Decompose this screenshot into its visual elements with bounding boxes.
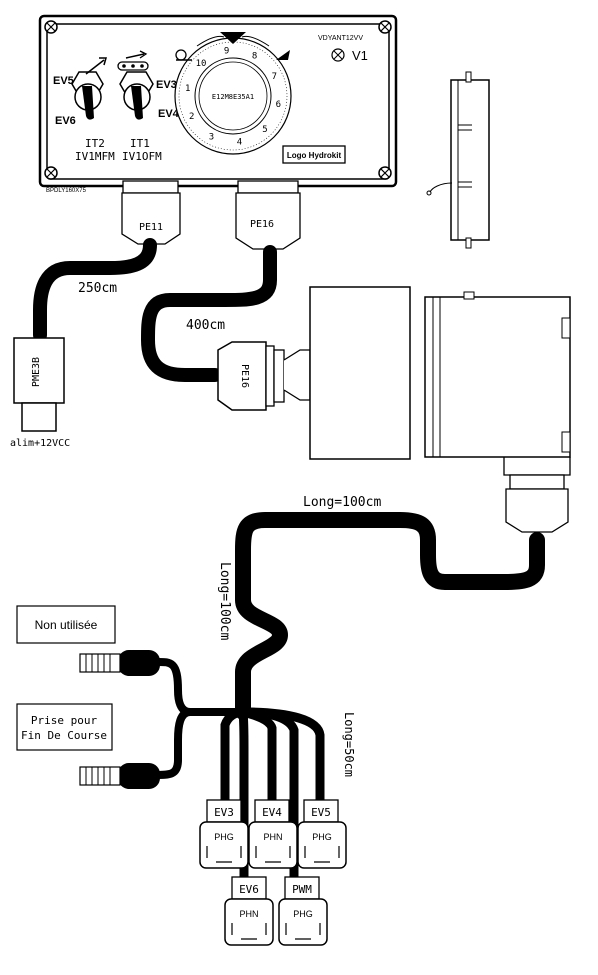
connector-pwm: PWM PHG: [278, 876, 328, 946]
limit-switch-note: Prise pour Fin De Course: [16, 703, 113, 751]
connector-ev6: EV6 PHN: [224, 876, 274, 946]
switch-right-code: IT1: [130, 137, 150, 150]
connector-pwm-type: PHG: [293, 909, 313, 919]
dial-number: 3: [209, 133, 214, 143]
motor-body: [283, 286, 411, 460]
unused-note: Non utilisée: [16, 605, 116, 644]
power-connector: PME3B: [13, 337, 65, 432]
version-label: V1: [352, 48, 368, 63]
gland-left-label: PE11: [139, 222, 163, 233]
connector-ev6-tag: EV6: [239, 883, 259, 896]
gland-pe16: PE16: [235, 180, 301, 250]
power-cable-length: 250cm: [78, 281, 117, 296]
dial-number: 6: [276, 100, 281, 110]
switch-right-top-label: EV3: [156, 79, 177, 91]
snail-icon: [175, 49, 192, 61]
main-cable-length: Long=100cm: [303, 495, 381, 510]
dial-numbers: 1 2 3 4 5 6 7 8 9 10: [185, 46, 281, 147]
motor-cable: [140, 245, 277, 382]
connector-ev4-tag: EV4: [262, 806, 282, 819]
motor-connector: PE16: [217, 341, 285, 411]
logo-label: Logo Hydrokit: [287, 151, 342, 160]
power-connector-label: PME3B: [31, 357, 42, 387]
hare-icon: [276, 50, 290, 60]
unused-note-text: Non utilisée: [35, 618, 98, 632]
connector-ev5: EV5 PHG: [297, 799, 347, 869]
adjust-screw-icon: [331, 48, 345, 62]
box-side-view: [426, 71, 490, 249]
connector-ev3-type: PHG: [214, 832, 234, 842]
dial-number: 4: [237, 138, 242, 148]
dial-number: 8: [252, 51, 257, 61]
motor-cable-length: 400cm: [186, 318, 225, 333]
rotary-dial[interactable]: E12M8E35A1 1 2 3 4 5 6 7 8 9 10: [174, 32, 292, 155]
switch-right-model: IV1OFM: [122, 150, 162, 163]
control-box: VDYANT12VV V1 EV5 EV6 EV3 EV4 IT2 IV: [38, 14, 398, 194]
dial-pointer-icon: [220, 32, 246, 44]
main-harness-cable: [235, 512, 545, 720]
pump-block: [424, 291, 571, 533]
gland-pe11: PE11: [121, 180, 181, 245]
top-right-label: VDYANT12VV: [318, 35, 363, 42]
connector-ev4-type: PHN: [263, 832, 282, 842]
unused-plug: [79, 650, 182, 691]
toggle-switch-left[interactable]: [71, 57, 107, 120]
limit-switch-note-line1: Prise pour: [31, 714, 98, 727]
dial-number: 5: [262, 125, 267, 135]
connector-ev5-type: PHG: [312, 832, 332, 842]
limit-switch-plug: [79, 759, 182, 789]
switch-right-bottom-label: EV4: [158, 108, 180, 120]
switch-left-bottom-label: EV6: [55, 115, 76, 127]
corner-screw-icon: [44, 20, 392, 180]
harness-branches: [174, 689, 325, 888]
dial-label: E12M8E35A1: [212, 93, 254, 101]
dial-number: 7: [272, 72, 277, 82]
connector-ev5-tag: EV5: [311, 806, 331, 819]
gland-right-label: PE16: [250, 219, 274, 230]
power-cable: [33, 238, 157, 342]
dial-number: 1: [185, 84, 190, 94]
dial-number: 9: [224, 46, 229, 56]
limit-switch-note-line2: Fin De Course: [21, 729, 107, 742]
toggle-switch-right[interactable]: [117, 50, 154, 120]
power-supply-label: alim+12VCC: [10, 438, 70, 449]
branch-cable-length: Long=50cm: [342, 712, 356, 777]
motor-connector-label: PE16: [239, 364, 250, 388]
connector-ev3-tag: EV3: [214, 806, 234, 819]
switch-left-model: IV1MFM: [75, 150, 115, 163]
switch-left-top-label: EV5: [53, 75, 74, 87]
connector-ev6-type: PHN: [239, 909, 258, 919]
dial-number: 10: [196, 59, 207, 69]
connector-pwm-tag: PWM: [292, 883, 312, 896]
reference-label: BPDLY160X75: [46, 188, 87, 194]
connector-ev4: EV4 PHN: [248, 799, 298, 869]
switch-left-code: IT2: [85, 137, 105, 150]
vertical-cable-length: Long=100cm: [217, 562, 232, 640]
dial-number: 2: [189, 112, 194, 122]
connector-ev3: EV3 PHG: [199, 799, 249, 869]
